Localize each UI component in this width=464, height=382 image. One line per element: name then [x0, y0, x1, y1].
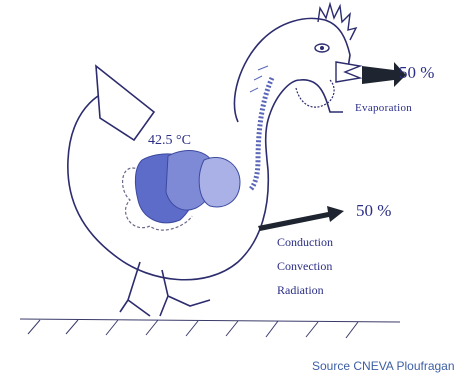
evaporation-label: Evaporation — [355, 102, 412, 114]
body-heat-share-label: 50 % — [356, 201, 391, 221]
organ-light — [199, 157, 240, 206]
source-credit: Source CNEVA Ploufragan — [312, 359, 455, 373]
convection-label: Convection — [277, 259, 332, 274]
radiation-label: Radiation — [277, 283, 324, 298]
chicken-neck-outline — [234, 18, 350, 122]
chicken-tail — [96, 66, 154, 140]
conduction-label: Conduction — [277, 235, 333, 250]
neck-detail-marks — [250, 66, 268, 92]
chicken-comb — [318, 4, 356, 40]
ground-hatching — [20, 319, 400, 338]
chicken-legs — [120, 262, 210, 316]
body-temperature-label: 42.5 °C — [148, 133, 191, 149]
body-heat-arrow — [258, 206, 344, 231]
chicken-beak — [336, 62, 360, 82]
evaporation-share-label: 50 % — [399, 63, 434, 83]
